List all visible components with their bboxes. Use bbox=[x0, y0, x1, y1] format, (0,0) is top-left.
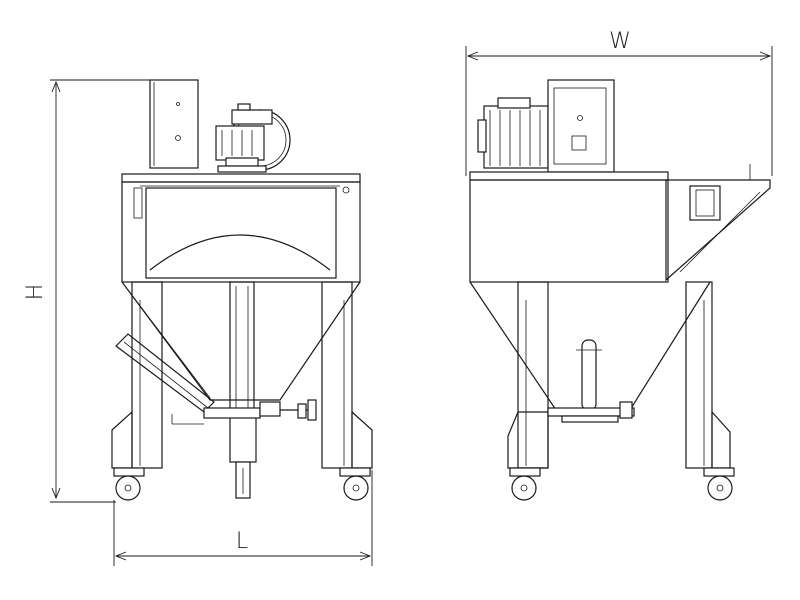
side-motor bbox=[477, 97, 549, 169]
front-motor bbox=[215, 103, 291, 173]
side-control-box bbox=[547, 79, 615, 173]
side-caster-left bbox=[509, 467, 541, 501]
front-hopper bbox=[121, 281, 361, 401]
width-label: W bbox=[609, 29, 631, 54]
front-lid bbox=[121, 173, 361, 183]
front-caster-left bbox=[113, 467, 145, 501]
height-dimension: H bbox=[23, 79, 150, 503]
front-legs bbox=[111, 281, 373, 469]
front-control-box bbox=[149, 79, 199, 169]
side-sight-glass bbox=[576, 339, 602, 411]
front-caster-right bbox=[339, 467, 371, 501]
front-valve bbox=[171, 399, 317, 425]
width-dimension: W bbox=[465, 29, 773, 176]
front-view bbox=[111, 79, 373, 501]
side-view bbox=[469, 79, 771, 501]
side-upper-body bbox=[469, 179, 669, 283]
length-label: L bbox=[236, 529, 248, 554]
side-legs bbox=[507, 281, 731, 469]
front-outlet bbox=[229, 281, 257, 499]
height-label: H bbox=[23, 284, 48, 301]
side-lid bbox=[469, 171, 669, 181]
front-inlet-chute bbox=[115, 333, 215, 413]
length-dimension: L bbox=[113, 470, 373, 566]
side-chute bbox=[665, 164, 771, 282]
side-valve bbox=[547, 401, 635, 423]
front-upper-body bbox=[121, 181, 361, 283]
side-caster-right bbox=[703, 467, 735, 501]
